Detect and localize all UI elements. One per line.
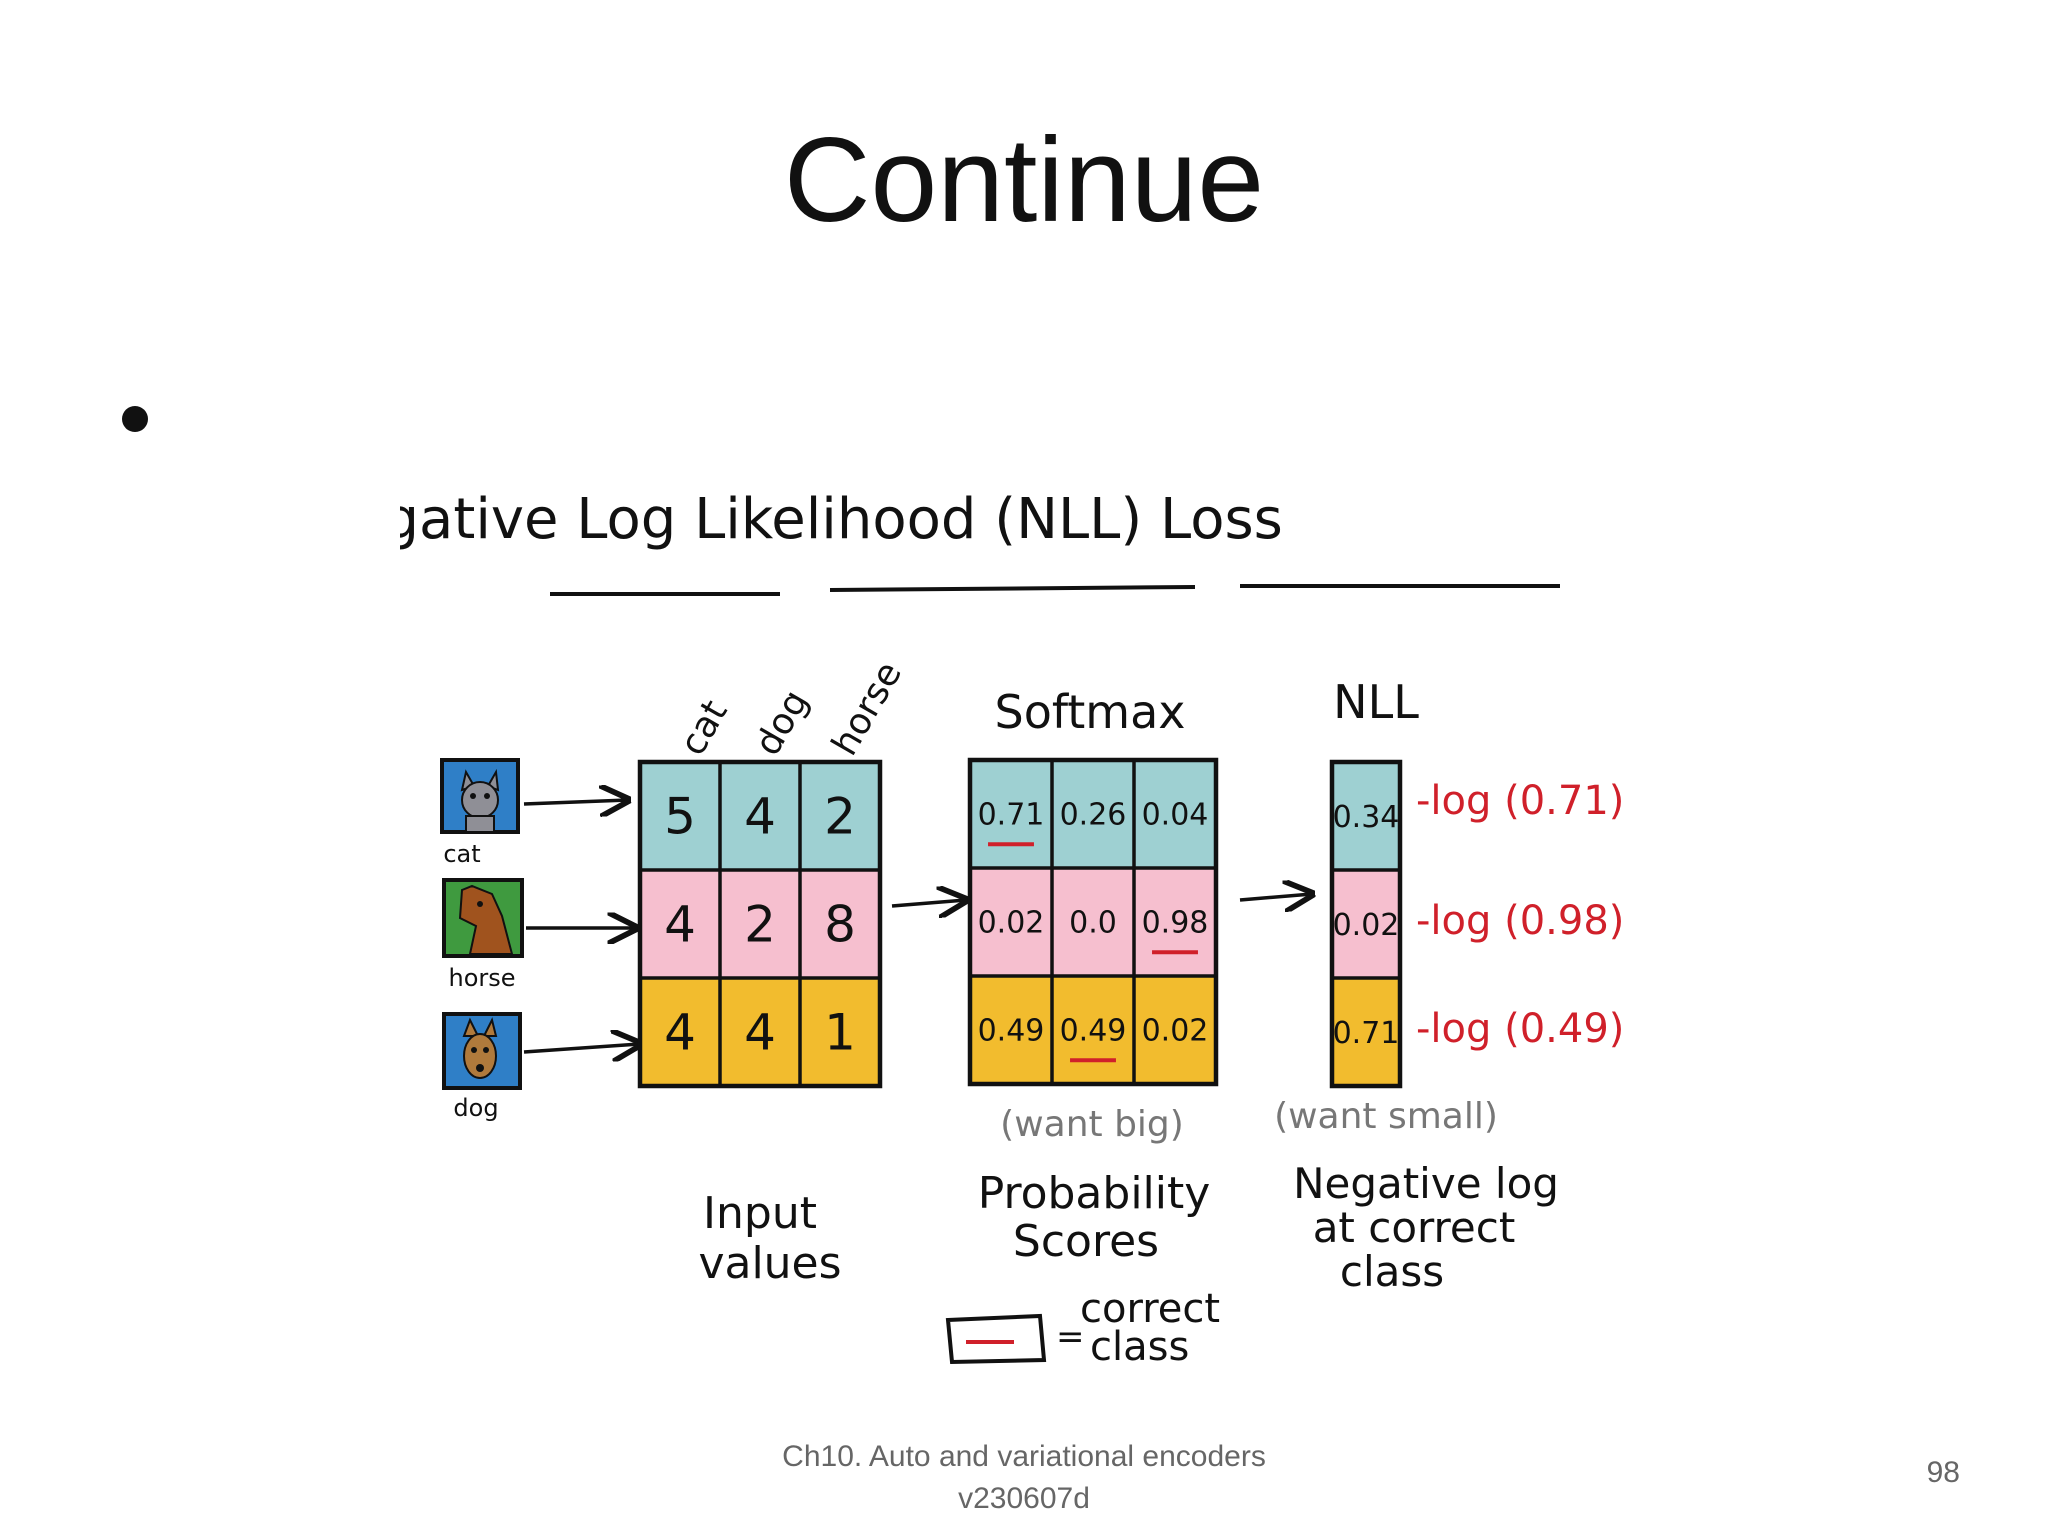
softmax-to-nll-arrow: [1239, 894, 1312, 900]
nll-caption-line2: at correct: [1313, 1203, 1516, 1252]
want-big-note: (want big): [1000, 1104, 1184, 1145]
horse-icon: [458, 884, 514, 955]
softmax-score-cell: 0.02: [1142, 1014, 1209, 1049]
nll-row-band: [1332, 978, 1400, 1086]
legend-box: [945, 1313, 1047, 1365]
nll-value-cell: 0.71: [1333, 1016, 1400, 1051]
legend-text-line1: correct: [1080, 1286, 1220, 1332]
input-value-row-band: [640, 978, 880, 1086]
softmax-score-border: [967, 757, 1219, 1087]
softmax-score-cell: 0.49: [978, 1014, 1045, 1049]
legend-text-line2: class: [1090, 1324, 1189, 1370]
nll-row-band: [1332, 762, 1400, 870]
softmax-scores-matrix: 0.71 0.26 0.04 0.02 0.0 0.98 0.49 0.49 0.02: [967, 757, 1219, 1087]
nll-values-column: 0.34 0.02 0.71: [1329, 759, 1403, 1089]
want-small-note: (want small): [1274, 1096, 1498, 1137]
softmax-score-cell: 0.71: [978, 798, 1045, 833]
correct-class-legend: = correct class: [945, 1286, 1220, 1370]
nll-value-cell: 0.34: [1333, 800, 1400, 835]
title-underline: [829, 585, 1196, 592]
softmax-score-row-band: [970, 868, 1216, 976]
softmax-score-row-band: [970, 760, 1216, 868]
nll-value-cell: 0.02: [1333, 908, 1400, 943]
input-value-cell: 4: [664, 1004, 696, 1062]
input-value-cell: 4: [744, 788, 776, 846]
input-caption-line2: values: [698, 1238, 841, 1289]
nll-expression: -log (0.71): [1416, 778, 1624, 824]
softmax-score-cell: 0.49: [1060, 1014, 1127, 1049]
input-to-softmax-arrow: [891, 900, 966, 906]
softmax-score-cell: 0.98: [1142, 906, 1209, 941]
softmax-caption-line1: Probability: [978, 1168, 1211, 1219]
nll-expressions: -log (0.71) -log (0.98) -log (0.49): [1416, 778, 1624, 1052]
input-caption-line1: Input: [703, 1188, 817, 1239]
page-number: 98: [1926, 1456, 1960, 1489]
bullet-point: [122, 406, 148, 432]
nll-title: NLL: [1333, 675, 1419, 729]
input-image-cat: cat: [440, 758, 520, 868]
legend-equals: =: [1056, 1317, 1085, 1357]
class-header-cat: cat: [672, 694, 735, 763]
input-image-label-cat: cat: [443, 840, 480, 868]
input-value-cell: 8: [824, 896, 856, 954]
softmax-caption-line2: Scores: [1013, 1216, 1159, 1267]
input-value-cell: 1: [824, 1004, 856, 1062]
diagram-title: Negative Log Likelihood (NLL) Loss: [400, 487, 1283, 552]
input-value-cell: 5: [664, 788, 696, 846]
class-header-dog: dog: [747, 683, 816, 762]
nll-border: [1329, 759, 1403, 1089]
input-image-label-dog: dog: [453, 1094, 498, 1122]
footer-course-title: Ch10. Auto and variational encoders: [782, 1440, 1266, 1473]
nll-expression: -log (0.49): [1416, 1006, 1624, 1052]
nll-caption-line1: Negative log: [1293, 1159, 1559, 1208]
slide-footer: Ch10. Auto and variational encoders v230…: [724, 1436, 1324, 1520]
input-image-dog: dog: [442, 1012, 522, 1122]
input-value-cell: 4: [744, 1004, 776, 1062]
input-value-cell: 2: [824, 788, 856, 846]
nll-row-band: [1332, 870, 1400, 978]
softmax-score-cell: 0.26: [1060, 798, 1127, 833]
footer-version: v230607d: [958, 1482, 1090, 1515]
input-value-border: [637, 759, 883, 1089]
image-to-input-arrow: [523, 1044, 640, 1052]
slide-title: Continue: [783, 113, 1265, 247]
input-value-row-band: [640, 870, 880, 978]
class-header-horse: horse: [824, 655, 910, 763]
input-image-label-horse: horse: [448, 964, 515, 992]
input-value-cell: 2: [744, 896, 776, 954]
nll-loss-diagram: Negative Log Likelihood (NLL) Loss cat d…: [400, 487, 1624, 1370]
softmax-score-cell: 0.02: [978, 906, 1045, 941]
cat-icon: [460, 768, 500, 833]
softmax-title: Softmax: [995, 685, 1186, 739]
input-value-cell: 4: [664, 896, 696, 954]
input-value-row-band: [640, 762, 880, 870]
nll-expression: -log (0.98): [1416, 898, 1624, 944]
input-image-horse: horse: [442, 878, 524, 992]
softmax-score-cell: 0.04: [1142, 798, 1209, 833]
softmax-score-row-band: [970, 976, 1216, 1084]
dog-icon: [462, 1017, 498, 1079]
softmax-score-cell: 0.0: [1069, 906, 1117, 941]
nll-caption-line3: class: [1340, 1247, 1444, 1296]
image-to-input-arrow: [523, 800, 628, 804]
